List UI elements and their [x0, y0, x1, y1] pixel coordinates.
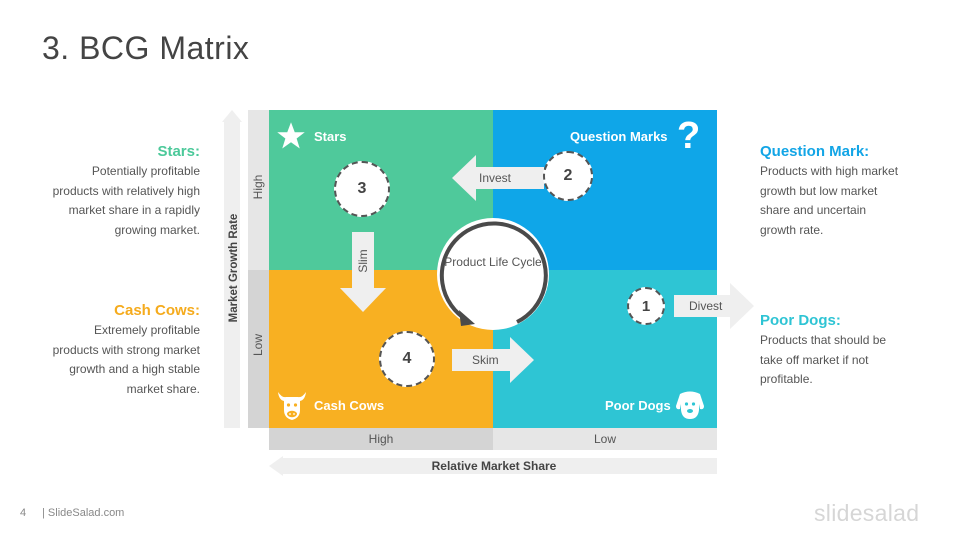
question-mark-note-heading: Question Mark:: [760, 143, 870, 160]
y-high-band: [248, 110, 269, 270]
y-high-label: High: [251, 174, 265, 200]
slim-wrap: Slim: [353, 249, 373, 276]
invest-arrow: [452, 155, 544, 201]
question-mark-icon: ?: [677, 115, 701, 157]
slim-arrow: [340, 232, 386, 312]
y-low-wrap: Low: [248, 334, 269, 358]
cash-cows-label: Cash Cows: [314, 398, 385, 413]
cash-cows-note-text: Extremely profitable products with stron…: [52, 323, 200, 396]
step-1: 1: [627, 287, 665, 325]
divest-arrow: [674, 283, 754, 329]
question-mark-note-text: Products with high market growth but low…: [760, 164, 899, 237]
y-low-band: [248, 270, 269, 428]
y-axis-label: Market Growth Rate: [228, 213, 240, 323]
life-cycle-arrow-icon: [439, 221, 548, 326]
poor-dogs-label: Poor Dogs: [605, 398, 671, 413]
slide-title: 3. BCG Matrix: [42, 30, 250, 66]
footer-brand: | SlideSalad.com: [42, 507, 125, 519]
step-4: 4: [379, 331, 435, 387]
star-icon: [277, 122, 305, 149]
question-marks-label: Question Marks: [570, 129, 668, 144]
divest-label: Divest: [689, 299, 723, 313]
dog-icon: [676, 391, 704, 419]
stars-note: Stars: Potentially profitable products w…: [48, 143, 200, 240]
product-life-cycle-label: Product Life Cycle: [444, 255, 542, 269]
step-3: 3: [334, 161, 390, 217]
cow-icon: [278, 392, 306, 420]
poor-dogs-note: Poor Dogs: Products that should be take …: [760, 312, 910, 390]
poor-dogs-note-heading: Poor Dogs:: [760, 312, 841, 329]
x-high-label: High: [368, 432, 394, 446]
x-axis-arrow: [269, 456, 717, 476]
invest-label: Invest: [479, 171, 512, 185]
stars-label: Stars: [314, 129, 347, 144]
poor-dogs-note-text: Products that should be take off market …: [760, 333, 887, 386]
watermark-logo: slidesalad: [814, 500, 920, 526]
y-low-label: Low: [251, 334, 265, 357]
y-axis-arrow: [222, 110, 242, 428]
stars-note-heading: Stars:: [157, 143, 200, 160]
step-2: 2: [543, 151, 593, 201]
x-low-label: Low: [593, 432, 616, 446]
skim-label: Skim: [472, 353, 499, 367]
x-high-band: [269, 428, 493, 450]
slim-label: Slim: [356, 249, 370, 273]
x-low-band: [493, 428, 717, 450]
question-mark-note: Question Mark: Products with high market…: [760, 143, 900, 240]
skim-arrow: [452, 337, 534, 383]
cash-cows-note: Cash Cows: Extremely profitable products…: [48, 302, 200, 399]
y-high-wrap: High: [248, 175, 269, 200]
cash-cows-note-heading: Cash Cows:: [114, 302, 200, 319]
page-number: 4: [20, 507, 27, 519]
x-axis-label: Relative Market Share: [431, 459, 557, 473]
stars-note-text: Potentially profitable products with rel…: [52, 164, 200, 237]
